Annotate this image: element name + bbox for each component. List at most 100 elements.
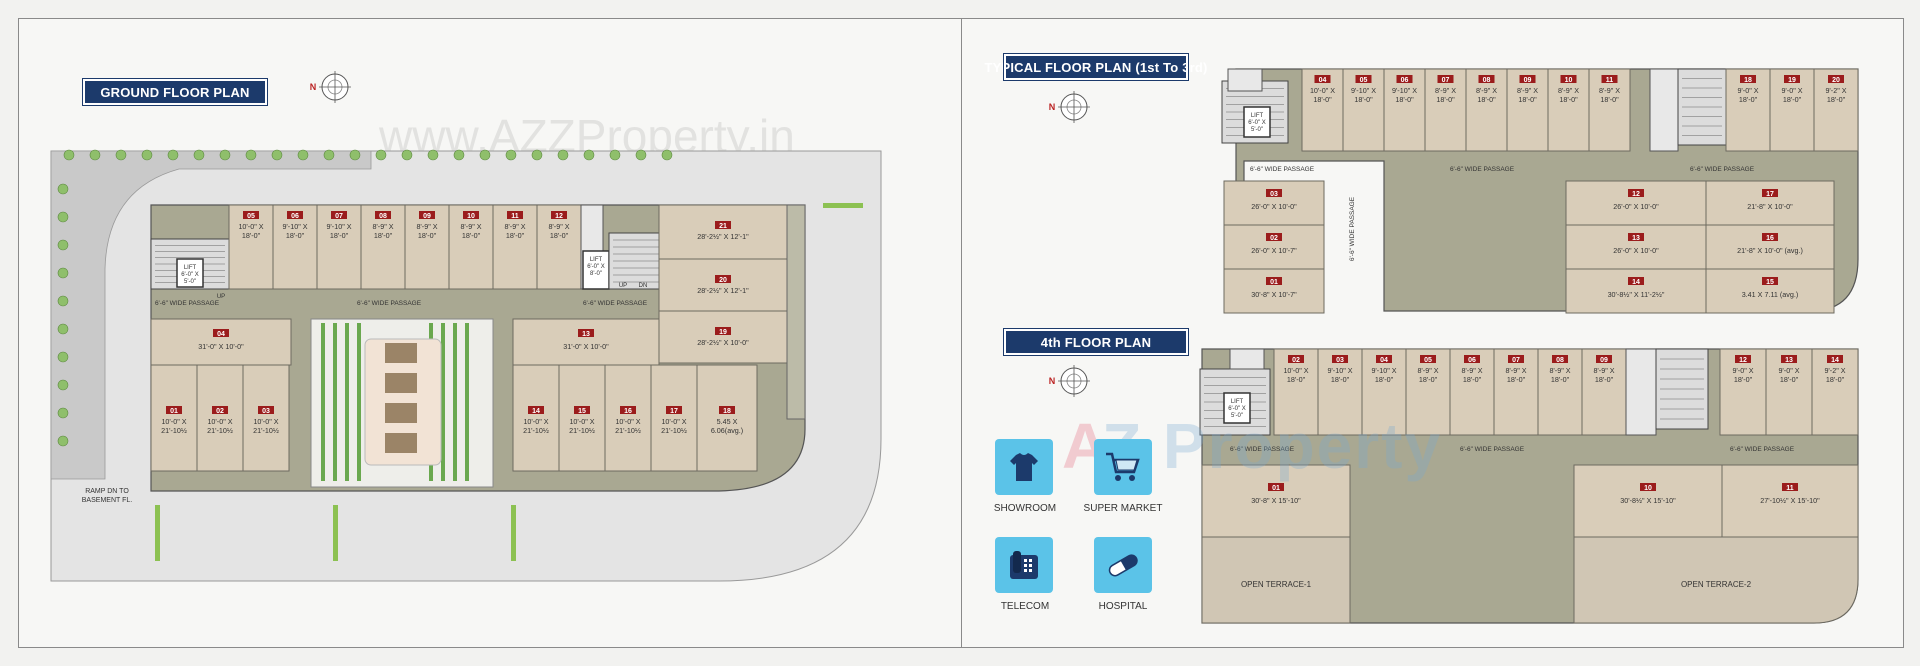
compass-typical-cross: [1058, 91, 1090, 123]
tf-right-shop-17-tag: [1762, 189, 1778, 197]
tf-toilet: [1227, 68, 1263, 92]
ff-top-shop-07-tag: [1508, 355, 1524, 363]
tf-top-shop-08-dim: 8'-9" X: [1476, 86, 1497, 95]
tree: [57, 183, 69, 195]
ff-bottom-shop-11-number: 11: [1786, 485, 1794, 492]
ff-top-shop-14-dim: 9'-2" X: [1824, 366, 1845, 375]
gf-top-shop-11-number: 11: [511, 213, 519, 220]
ff-bottom-shop-01-number: 01: [1272, 485, 1280, 492]
tf-right-shop-15-number: 15: [1766, 279, 1774, 286]
gf-top-shop-09-dim2: 18'-0": [418, 231, 437, 240]
open-terrace-1: [1201, 536, 1351, 624]
parking-marker: [823, 203, 863, 208]
gf-bottom-left-shop-01-tag: [166, 406, 182, 414]
ff-passage-2: 6'-6" WIDE PASSAGE: [1460, 446, 1525, 453]
tf-top-shop-09-dim: 8'-9" X: [1517, 86, 1538, 95]
ground-floor-title: GROUND FLOOR PLAN: [82, 78, 268, 106]
ff-top-shop-07-dim2: 18'-0": [1507, 375, 1526, 384]
gf-top-shop-10-dim: 8'-9" X: [460, 222, 481, 231]
ff-top-shop-04-number: 04: [1380, 357, 1388, 364]
ff-top-shop-06: [1449, 348, 1495, 436]
paved-plaza: [50, 150, 372, 480]
tf-left-shop-01-tag: [1266, 277, 1282, 285]
ff-top-shop-06-tag: [1464, 355, 1480, 363]
ff-top-shop-06-dim2: 18'-0": [1463, 375, 1482, 384]
ff-passage-3: 6'-6" WIDE PASSAGE: [1730, 446, 1795, 453]
tf-top-shop-18-tag: [1740, 75, 1756, 83]
tf-right-shop-14-dim: 30'-8½" X 11'-2½": [1608, 290, 1665, 299]
tf-top-shop-08-tag: [1478, 75, 1495, 83]
gf-passage-1: 6'-6" WIDE PASSAGE: [155, 300, 220, 307]
tf-top-shop-04-tag: [1314, 75, 1331, 83]
tf-lift-text-2: 5'-0": [1251, 127, 1263, 133]
tf-top-shop-10-tag: [1560, 75, 1577, 83]
ff-top-shop-05-number: 05: [1424, 357, 1432, 364]
ff-passage-1: 6'-6" WIDE PASSAGE: [1230, 446, 1295, 453]
tf-lift-text-1: 6'-0" X: [1248, 120, 1266, 126]
ff-top-shop-14: [1811, 348, 1859, 436]
tf-top-shop-10-number: 10: [1565, 77, 1573, 84]
compass-ground-cross: [319, 71, 351, 103]
gf-right-shop-21-dim: 28'-2½" X 12'-1": [697, 232, 749, 241]
tf-top-shop-10-dim2: 18'-0": [1559, 95, 1578, 104]
gf-top-shop-11-dim2: 18'-0": [506, 231, 525, 240]
ff-toilet: [1229, 348, 1265, 370]
ff-top-shop-14-number: 14: [1831, 357, 1839, 364]
ff-bottom-shop-10-tag: [1640, 483, 1656, 491]
gf-top-shop-08-number: 08: [379, 213, 387, 220]
tree: [63, 149, 75, 161]
ff-top-shop-02-dim2: 18'-0": [1287, 375, 1306, 384]
tf-top-shop-10-dim: 8'-9" X: [1558, 86, 1579, 95]
gf-top-shop-05-tag: [243, 211, 259, 219]
dn-label: DN: [639, 283, 648, 289]
ff-top-shop-08-number: 08: [1556, 357, 1564, 364]
tree: [245, 149, 257, 161]
tf-top-shop-20-number: 20: [1832, 77, 1840, 84]
ff-top-shop-03-number: 03: [1336, 357, 1344, 364]
ff-top-shop-06-number: 06: [1468, 357, 1476, 364]
gf-bottom-right-shop-15-dim: 10'-0" X: [569, 417, 594, 426]
tf-right-shop-16-number: 16: [1766, 235, 1774, 242]
gf-bottom-left-shop-02-tag: [212, 406, 228, 414]
tf-top-shop-04-dim: 10'-0" X: [1310, 86, 1335, 95]
atrium-court: [364, 338, 442, 466]
atrium-seating: [385, 373, 417, 393]
open-terrace-2-label: OPEN TERRACE-2: [1681, 580, 1752, 589]
ff-top-shop-09: [1581, 348, 1627, 436]
tree: [167, 149, 179, 161]
lift-left-text-2: 5'-0": [184, 279, 196, 285]
gf-right-shop-19-number: 19: [719, 329, 727, 336]
atrium-planter: [345, 323, 349, 481]
ff-bottom-shop-10: [1573, 464, 1723, 538]
ff-top-shop-07-number: 07: [1512, 357, 1520, 364]
gf-top-shop-12-dim2: 18'-0": [550, 231, 569, 240]
gf-shop-13-number: 13: [582, 331, 590, 338]
gf-right-shop-21-number: 21: [719, 223, 727, 230]
tree: [89, 149, 101, 161]
tf-left-shop-02-number: 02: [1270, 235, 1278, 242]
gf-top-shop-09-tag: [419, 211, 435, 219]
tf-passage-2: 6'-6" WIDE PASSAGE: [1450, 166, 1515, 173]
gf-shop-13-tag: [578, 329, 594, 337]
ff-top-shop-05-dim2: 18'-0": [1419, 375, 1438, 384]
lift-left-text-0: LIFT: [184, 265, 197, 271]
gf-bottom-right-shop-18-tag: [719, 406, 735, 414]
tree: [193, 149, 205, 161]
tf-left-shop-01: [1223, 268, 1325, 314]
gf-top-shop-11-dim: 8'-9" X: [504, 222, 525, 231]
gf-right-shop-20-number: 20: [719, 277, 727, 284]
ff-bottom-shop-01-dim: 30'-8" X 15'-10": [1251, 496, 1301, 505]
gf-bottom-right-shop-14: [512, 364, 560, 472]
tf-top-shop-18-dim: 9'-0" X: [1737, 86, 1758, 95]
ff-top-shop-08-dim2: 18'-0": [1551, 375, 1570, 384]
tf-top-shop-05-dim: 9'-10" X: [1351, 86, 1376, 95]
gf-top-shop-05-number: 05: [247, 213, 255, 220]
ff-top-shop-12-dim2: 18'-0": [1734, 375, 1753, 384]
tree: [323, 149, 335, 161]
gf-bottom-right-shop-14-tag: [528, 406, 544, 414]
ff-top-shop-08: [1537, 348, 1583, 436]
parking-marker: [333, 505, 338, 561]
ff-top-shop-05: [1405, 348, 1451, 436]
tf-top-shop-04-dim2: 18'-0": [1313, 95, 1332, 104]
gf-shop-04-tag: [213, 329, 229, 337]
